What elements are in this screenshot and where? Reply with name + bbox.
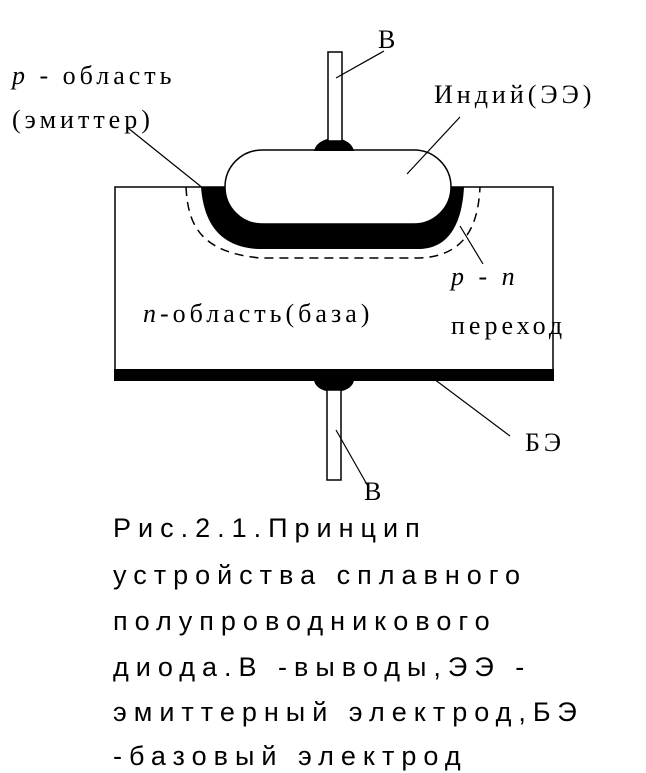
caption-line-1: Рис.2.1.Принцип — [113, 513, 427, 543]
label-p-region: p - область — [10, 61, 176, 90]
label-pn-junction-word: переход — [451, 311, 566, 340]
pn-junction-boundary — [185, 186, 481, 259]
bottom-lead — [326, 389, 342, 481]
label-n-region-symbol: n — [143, 299, 160, 328]
label-n-region-text: -область(база) — [160, 299, 373, 328]
label-n-region: n-область(база) — [143, 299, 373, 328]
leader-base-electrode — [433, 378, 511, 437]
label-pn-n: n — [502, 262, 519, 291]
label-bottom-lead: B — [364, 477, 385, 506]
leader-indium — [406, 116, 461, 175]
label-pn-dash: - — [468, 262, 502, 291]
top-lead — [327, 51, 343, 142]
base-electrode-strip — [114, 369, 554, 381]
caption-line-2: устройства сплавного — [113, 560, 527, 590]
indium-pellet — [224, 149, 452, 225]
figure-caption: Рис.2.1.Принцип устройства сплавного пол… — [113, 513, 584, 771]
bottom-contact — [314, 380, 354, 392]
label-p-region-text: - область — [29, 61, 176, 90]
label-p-region-paren: (эмиттер) — [12, 105, 154, 134]
label-indium: Индий(ЭЭ) — [434, 80, 595, 109]
leader-p-region — [127, 127, 205, 190]
label-top-lead: B — [378, 25, 399, 54]
label-pn-junction-symbol: p - n — [449, 262, 519, 291]
caption-line-6: -базовый электрод — [113, 741, 468, 771]
leader-top-lead — [335, 50, 385, 79]
caption-line-5: эмиттерный электрод,БЭ — [113, 697, 584, 727]
caption-line-4: диода.В -выводы,ЭЭ - — [113, 652, 531, 682]
leader-pn-junction — [459, 225, 484, 265]
label-p-region-symbol: p — [10, 61, 29, 90]
label-base-electrode: БЭ — [525, 428, 565, 457]
caption-line-3: полупроводникового — [113, 606, 497, 636]
label-pn-p: p — [449, 262, 468, 291]
top-contact — [314, 138, 354, 151]
leader-bottom-lead — [335, 429, 370, 489]
